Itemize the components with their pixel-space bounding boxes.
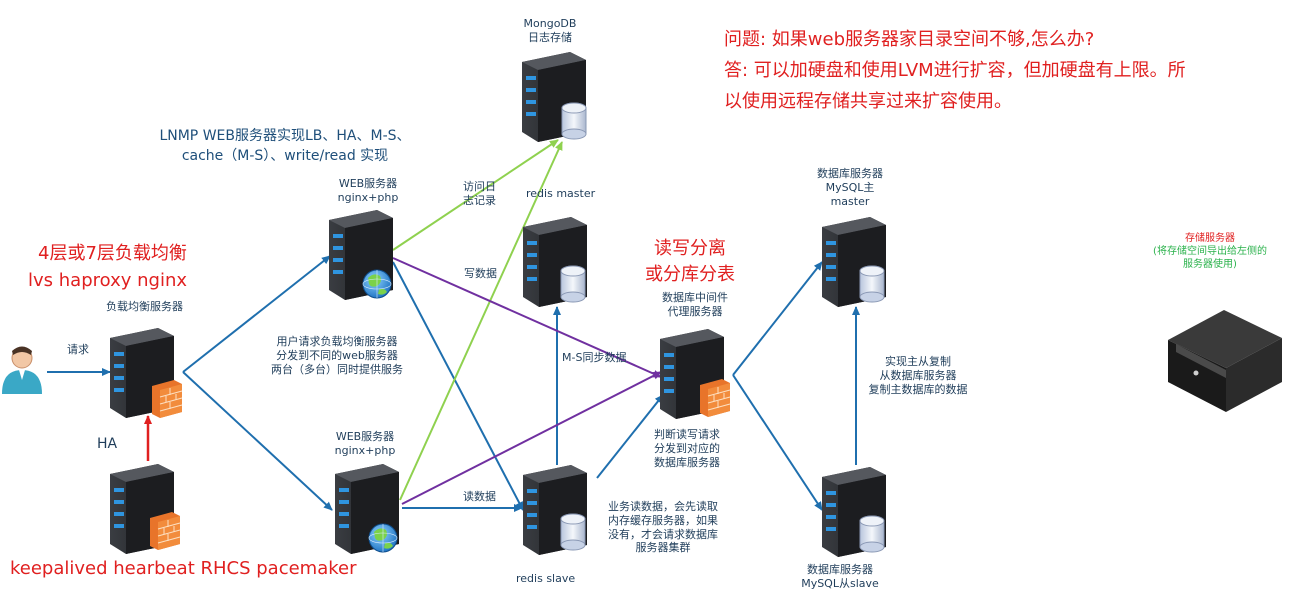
db-master-label-line-2: MySQL主 xyxy=(825,180,875,194)
ms-sync-label: M-S同步数据 xyxy=(562,351,627,364)
request-label: 请求 xyxy=(67,343,89,356)
storage-label-line-2: (将存储空间导出给左侧的 xyxy=(1153,246,1267,257)
arrow-web1-redis-slave xyxy=(392,261,524,511)
lb-layer-line-1: 4层或7层负载均衡 xyxy=(38,243,187,264)
web-server-2-label: WEB服务器 nginx+php xyxy=(315,430,415,458)
rw-split-line-2: 或分库分表 xyxy=(645,264,735,285)
judge-request-text: 判断读写请求 分发到对应的 数据库服务器 xyxy=(632,428,742,469)
arrow-web1-proxy xyxy=(392,257,662,378)
db-proxy-server-icon xyxy=(660,329,731,419)
storage-label-line-1: 存储服务器 xyxy=(1185,233,1235,244)
lnmp-caption: LNMP WEB服务器实现LB、HA、M-S、 cache（M-S）、write… xyxy=(140,126,430,166)
redis-slave-label: redis slave xyxy=(516,572,576,585)
ha-label: HA xyxy=(97,436,118,452)
arrow-redis-proxy xyxy=(596,394,664,479)
storage-label-line-3: 服务器使用) xyxy=(1183,259,1237,270)
web-server-1-label-line-2: nginx+php xyxy=(337,190,399,204)
lb-layer-line-2: lvs haproxy nginx xyxy=(28,270,188,291)
db-master-label-line-1: 数据库服务器 xyxy=(817,167,883,180)
business-read-line-4: 服务器集群 xyxy=(635,541,691,555)
business-read-line-3: 没有，才会请求数据库 xyxy=(608,527,718,541)
business-read-line-2: 内存缓存服务器，如果 xyxy=(608,513,718,527)
db-slave-server-icon xyxy=(822,467,886,557)
arrow-lb-web1 xyxy=(182,255,331,373)
rw-split-text: 读写分离 或分库分表 xyxy=(630,236,750,288)
arrow-proxy-dbmaster xyxy=(732,261,823,376)
db-master-label: 数据库服务器 MySQL主 master xyxy=(800,167,900,208)
storage-server-label: 存储服务器 (将存储空间导出给左侧的 服务器使用) xyxy=(1140,232,1280,271)
arrow-web2-proxy xyxy=(401,371,662,505)
web-server-1-label: WEB服务器 nginx+php xyxy=(318,177,418,205)
redis-master-server-icon xyxy=(523,217,587,307)
ha-backup-server-icon xyxy=(110,464,181,554)
storage-box-icon xyxy=(1168,310,1282,412)
access-log-label-line-1: 访问日 xyxy=(463,180,496,193)
db-master-server-icon xyxy=(822,217,886,307)
mongodb-label-line-2: 日志存储 xyxy=(528,30,572,44)
rw-split-line-1: 读写分离 xyxy=(654,238,726,259)
access-log-label: 访问日 志记录 xyxy=(463,180,496,208)
replication-line-1: 实现主从复制 xyxy=(885,355,951,368)
replication-line-2: 从数据库服务器 xyxy=(879,368,957,382)
db-slave-label: 数据库服务器 MySQL从slave xyxy=(790,563,890,591)
lnmp-line-2: cache（M-S）、write/read 实现 xyxy=(181,148,389,164)
ha-tools-text: keepalived hearbeat RHCS pacemaker xyxy=(10,558,357,579)
question-line-1: 问题: 如果web服务器家目录空间不够,怎么办? xyxy=(724,29,1095,50)
web-server-1-label-line-1: WEB服务器 xyxy=(338,177,398,190)
answer-line-2: 以使用远程存储共享过来扩容使用。 xyxy=(724,91,1012,112)
dispatch-line-3: 两台（多台）同时提供服务 xyxy=(271,362,403,376)
mongodb-label: MongoDB 日志存储 xyxy=(500,17,600,45)
web-server-1-icon xyxy=(329,210,393,300)
redis-master-label: redis master xyxy=(526,187,596,200)
db-slave-label-line-1: 数据库服务器 xyxy=(807,563,873,576)
lnmp-line-1: LNMP WEB服务器实现LB、HA、M-S、 xyxy=(159,128,411,144)
business-read-line-1: 业务读数据，会先读取 xyxy=(608,500,718,513)
judge-request-line-1: 判断读写请求 xyxy=(654,428,720,441)
read-data-label: 读数据 xyxy=(463,490,496,503)
replication-text: 实现主从复制 从数据库服务器 复制主数据库的数据 xyxy=(858,355,978,396)
lb-layer-text: 4层或7层负载均衡 lvs haproxy nginx xyxy=(28,240,187,294)
load-balancer-server-icon xyxy=(110,328,183,418)
arrow-web1-mongodb xyxy=(392,139,559,251)
db-proxy-label-line-2: 代理服务器 xyxy=(667,304,723,318)
judge-request-line-3: 数据库服务器 xyxy=(654,455,720,469)
load-balancer-label: 负载均衡服务器 xyxy=(106,300,183,313)
redis-slave-server-icon xyxy=(523,465,587,555)
web-server-2-icon xyxy=(335,464,399,554)
db-proxy-label: 数据库中间件 代理服务器 xyxy=(640,291,750,319)
web-server-2-label-line-1: WEB服务器 xyxy=(335,430,395,443)
replication-line-3: 复制主数据库的数据 xyxy=(868,382,968,396)
dispatch-line-1: 用户请求负载均衡服务器 xyxy=(276,335,398,348)
dispatch-line-2: 分发到不同的web服务器 xyxy=(276,348,398,362)
arrow-proxy-dbslave xyxy=(732,374,823,511)
web-server-2-label-line-2: nginx+php xyxy=(334,443,396,457)
question-text: 问题: 如果web服务器家目录空间不够,怎么办? 答: 可以加硬盘和使用LVM进… xyxy=(724,24,1186,117)
db-master-label-line-3: master xyxy=(830,194,870,208)
db-proxy-label-line-1: 数据库中间件 xyxy=(662,291,728,304)
business-read-text: 业务读数据，会先读取 内存缓存服务器，如果 没有，才会请求数据库 服务器集群 xyxy=(598,500,728,555)
dispatch-text: 用户请求负载均衡服务器 分发到不同的web服务器 两台（多台）同时提供服务 xyxy=(262,335,412,376)
mongodb-server-icon xyxy=(522,52,587,142)
mongodb-label-line-1: MongoDB xyxy=(523,17,577,30)
answer-line-1: 答: 可以加硬盘和使用LVM进行扩容，但加硬盘有上限。所 xyxy=(724,60,1186,81)
arrow-web2-mongodb xyxy=(399,141,563,501)
user-icon xyxy=(2,346,42,394)
write-data-label: 写数据 xyxy=(464,267,497,280)
access-log-label-line-2: 志记录 xyxy=(463,193,496,207)
judge-request-line-2: 分发到对应的 xyxy=(654,441,720,455)
db-slave-label-line-2: MySQL从slave xyxy=(801,576,879,590)
arrow-lb-web2 xyxy=(182,371,333,511)
